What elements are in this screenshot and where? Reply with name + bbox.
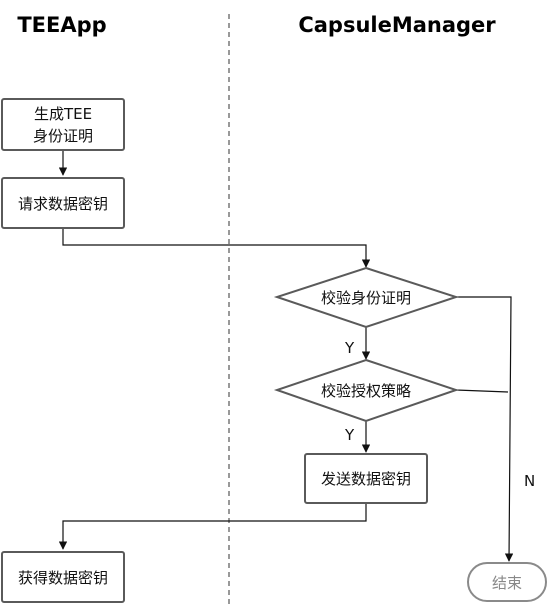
edge-send-to-get [58,503,367,550]
node-end-terminal [467,562,547,602]
node-verify-policy-label: 校验授权策略 [321,382,411,400]
lane-title-capsulemanager: CapsuleManager [298,13,496,37]
node-get-key-box [1,551,125,603]
edge-policy-no-to-end [455,389,509,393]
node-verify-policy: 校验授权策略 [273,358,460,423]
node-get-key: 获得数据密钥 [1,551,125,603]
edge-request-to-verify-identity [62,228,371,268]
node-send-key-box [304,453,428,504]
node-get-key-label: 获得数据密钥 [18,569,108,587]
node-gen-proof-line1: 生成TEE [34,105,92,123]
edges [58,150,514,562]
node-request-key-label: 请求数据密钥 [18,195,108,213]
node-request-key-box [1,177,125,229]
node-gen-proof: 生成TEE 身份证明 [1,98,125,151]
node-end: 结束 [467,562,547,602]
node-request-key: 请求数据密钥 [1,177,125,229]
lane-title-teeapp: TEEApp [17,13,106,37]
node-send-key: 发送数据密钥 [304,453,428,504]
node-verify-policy-diamond [273,358,460,423]
node-verify-identity: 校验身份证明 [273,266,460,329]
edge-label-yes-1: Y [344,339,355,357]
node-send-key-label: 发送数据密钥 [321,470,411,488]
edge-label-yes-2: Y [344,426,355,444]
node-verify-identity-label: 校验身份证明 [321,289,411,307]
edge-label-no: N [524,472,535,490]
edge-identity-no-to-end [456,296,514,562]
node-gen-proof-box [1,98,125,151]
node-verify-identity-diamond [273,266,460,329]
node-end-label: 结束 [492,574,522,592]
node-gen-proof-line2: 身份证明 [33,127,93,145]
